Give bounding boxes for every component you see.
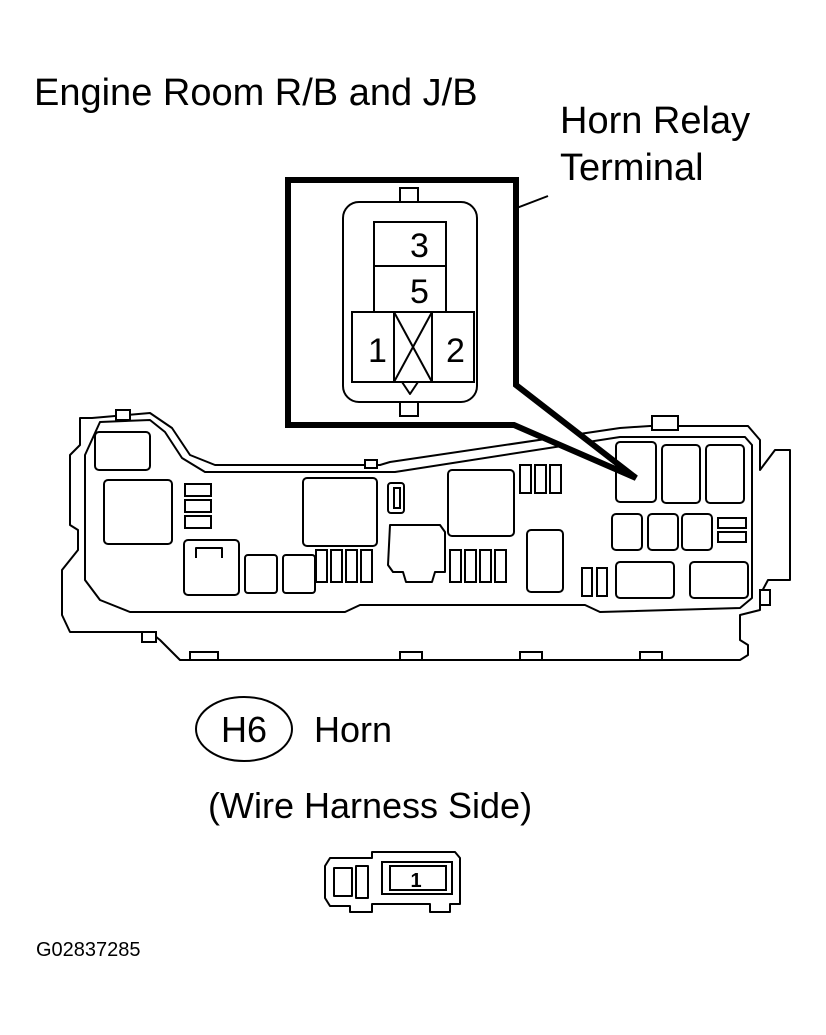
horn-connector-icon [324, 851, 461, 913]
relay-terminal-3: 3 [410, 227, 429, 265]
figure-id: G02837285 [36, 939, 141, 961]
connector-code-badge [195, 696, 293, 762]
diagram-title: Engine Room R/B and J/B [34, 72, 478, 114]
connector-pin-1: 1 [410, 870, 421, 892]
callout-label-line2: Terminal [560, 147, 704, 189]
connector-name: Horn [314, 709, 392, 750]
connector-code: H6 [221, 709, 267, 750]
relay-terminal-5: 5 [410, 273, 429, 311]
connector-side-note: (Wire Harness Side) [208, 785, 532, 826]
relay-block-outline [61, 409, 791, 661]
relay-terminal-1: 1 [368, 332, 387, 370]
relay-terminal-2: 2 [446, 332, 465, 370]
horn-relay-socket [342, 187, 478, 417]
callout-label-line1: Horn Relay [560, 100, 750, 142]
